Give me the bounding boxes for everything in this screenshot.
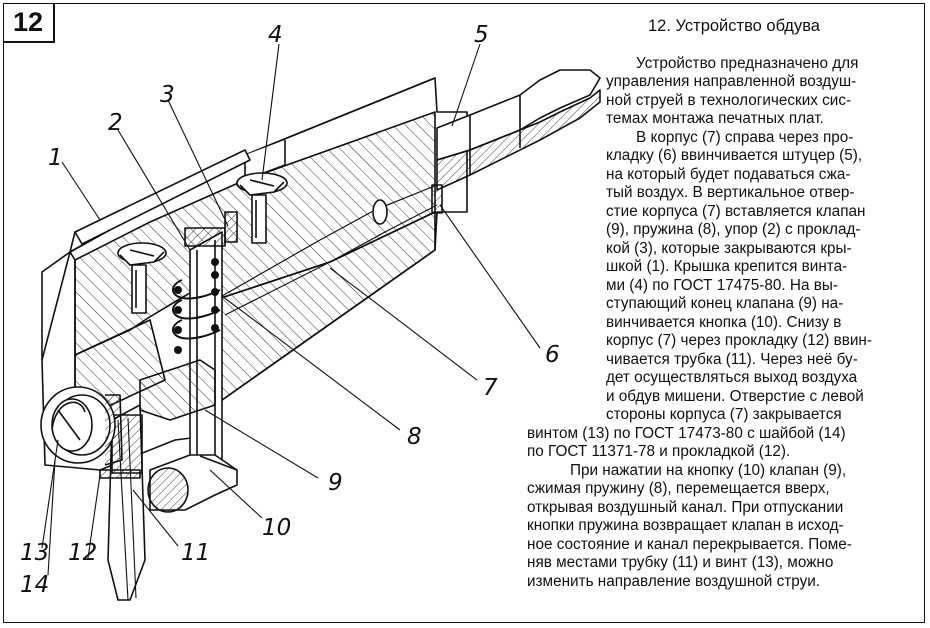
callout-14: 14 [20, 572, 49, 598]
text-line: винтом (13) по ГОСТ 17473-80 с шайбой (1… [527, 425, 846, 442]
text-line: Устройство предназначено для [636, 55, 859, 72]
text-line: кнопки пружина возвращает клапан в исход… [527, 517, 844, 534]
spring-part-8 [172, 258, 221, 354]
leader-6 [439, 204, 541, 349]
text-line: кладку (6) ввинчивается штуцер (5), [606, 147, 863, 164]
text-line: шкой (1). Крышка крепится винта- [606, 258, 848, 275]
stop-part-2 [184, 227, 226, 247]
text-line: по ГОСТ 11371-78 и прокладкой (12). [527, 443, 791, 460]
text-line: изменить направление воздушной струи. [527, 573, 821, 590]
text-line: и обдув мишени. Отверстие с левой [606, 388, 864, 405]
air-channel [214, 184, 438, 316]
text-line: открывая воздушный канал. При отпускании [527, 499, 844, 516]
leader-12 [87, 474, 101, 559]
callout-13: 13 [20, 540, 49, 566]
leader-7 [329, 267, 478, 381]
page-number: 12 [12, 6, 44, 37]
screw-part-13 [40, 386, 116, 464]
text-line: ступающий конец клапана (9) на- [606, 295, 844, 312]
text-line: дет осуществляться выход воздуха [606, 369, 858, 386]
fitting-part-5 [436, 69, 601, 191]
gasket-part-6 [431, 184, 443, 214]
text-line: на который будет подаваться сжа- [606, 166, 851, 183]
text-line: тый воздух. В вертикальное отвер- [606, 184, 855, 201]
leader-14 [47, 459, 56, 576]
text-line: корпус (7) через прокладку (12) ввин- [606, 332, 872, 349]
screw-part-4b [117, 242, 167, 314]
text-line: стороны корпуса (7) закрывается [606, 406, 842, 423]
text-line: сжимая пружину (8), перемещается вверх, [527, 480, 830, 497]
leader-1 [61, 161, 101, 221]
callout-1: 1 [48, 145, 63, 171]
gasket-part-12 [99, 469, 141, 479]
cover-part-1 [69, 149, 251, 253]
callout-7: 7 [483, 375, 498, 401]
leader-2 [117, 129, 191, 251]
callout-9: 9 [328, 470, 343, 496]
text-line: кой (3), которые закрываются кры- [606, 240, 852, 257]
callout-12: 12 [68, 540, 97, 566]
text-line: управления направленной воздуш- [606, 73, 857, 90]
text-line: ное состояние и канал перекрывается. Пом… [527, 536, 852, 553]
text-line: стие корпуса (7) вставляется клапан [606, 203, 866, 220]
leader-13 [41, 439, 59, 549]
leader-8 [221, 295, 401, 431]
text-line: чивается трубка (11). Через неё бу- [606, 351, 858, 368]
gasket-part-3 [224, 211, 238, 243]
text-line: темах монтажа печатных плат. [606, 110, 824, 127]
valve-part-9 [189, 231, 223, 471]
callout-5: 5 [474, 22, 489, 48]
button-part-10 [147, 454, 238, 513]
callout-10: 10 [262, 515, 291, 541]
text-line: няв местами трубку (11) и винт (13), мож… [527, 554, 834, 571]
page-title: 12. Устройство обдува [648, 17, 820, 35]
screw-part-4 [236, 172, 288, 244]
page-frame [3, 3, 925, 623]
callout-11: 11 [181, 540, 210, 566]
text-line: При нажатии на кнопку (10) клапан (9), [570, 462, 847, 479]
text-line: (9), пружина (8), упор (2) с проклад- [606, 221, 861, 238]
leader-9 [204, 409, 319, 479]
text-line: В корпус (7) справа через про- [636, 129, 854, 146]
callout-4: 4 [268, 22, 283, 48]
page-number-box: 12 [3, 3, 55, 43]
leader-3 [167, 99, 229, 227]
callout-8: 8 [407, 424, 422, 450]
leader-11 [132, 489, 179, 547]
text-line: ной струей в технологических сис- [606, 92, 852, 109]
callout-3: 3 [160, 82, 175, 108]
washer-part-14 [104, 394, 123, 466]
leader-5 [451, 43, 481, 127]
callout-2: 2 [108, 110, 123, 136]
leader-4 [261, 43, 280, 181]
text-line: ми (4) по ГОСТ 17475-80. На вы- [606, 277, 838, 294]
leader-10 [209, 469, 263, 519]
text-line: винчивается кнопка (10). Снизу в [606, 314, 842, 331]
callout-6: 6 [545, 342, 560, 368]
